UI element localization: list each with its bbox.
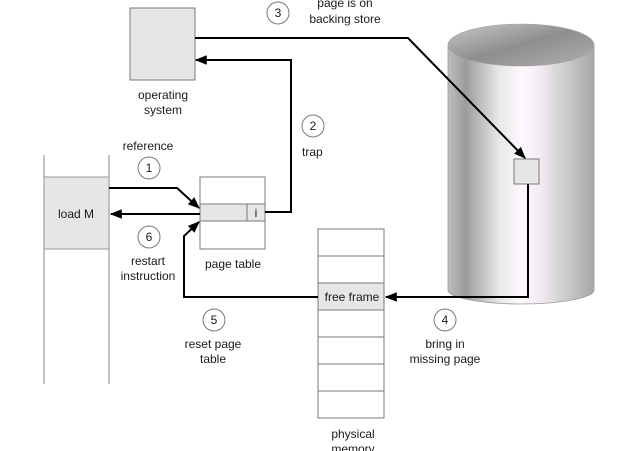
operating-system-label-1: operating: [138, 88, 188, 102]
step-4-label-2: missing page: [410, 352, 481, 366]
step-6-label-2: instruction: [121, 269, 176, 283]
physical-memory: [317, 228, 385, 419]
step-2-label: trap: [302, 145, 323, 159]
step-1-label: reference: [123, 139, 174, 153]
page-table: [199, 176, 266, 250]
memory-frame: [317, 363, 385, 392]
page-table-label: page table: [205, 257, 261, 271]
step-6-label-1: restart: [131, 254, 166, 268]
arrow-reset-page-table: [183, 221, 318, 298]
invalid-bit: i: [255, 206, 258, 220]
load-m-instruction: load M: [58, 207, 94, 221]
step-2: 2 trap: [301, 114, 325, 159]
step-4: 4 bring in missing page: [410, 308, 481, 366]
memory-frame: [317, 309, 385, 338]
arrow-trap: [194, 55, 292, 213]
step-3-label-1: page is on: [317, 0, 372, 10]
free-frame-label: free frame: [325, 290, 380, 304]
instruction-stream: [43, 155, 110, 384]
step-1-number: 1: [146, 161, 153, 175]
step-6: 6 restart instruction: [121, 225, 176, 283]
step-5-label-1: reset page: [185, 337, 242, 351]
operating-system-box: [129, 7, 196, 81]
disk-page-block: [513, 158, 540, 185]
step-6-number: 6: [146, 230, 153, 244]
memory-frame: [317, 336, 385, 365]
step-4-number: 4: [442, 313, 449, 327]
memory-frame: [317, 228, 385, 257]
step-5-number: 5: [211, 313, 218, 327]
physical-memory-label-2: memory: [331, 442, 374, 451]
step-3: 3 page is on backing store: [266, 0, 381, 26]
step-3-number: 3: [275, 6, 282, 20]
step-2-number: 2: [310, 119, 317, 133]
arrow-reference: [109, 187, 200, 209]
step-5-label-2: table: [200, 352, 226, 366]
operating-system-label-2: system: [144, 103, 182, 117]
memory-frame: [317, 255, 385, 284]
arrow-bring-in: [384, 184, 529, 302]
step-5: 5 reset page table: [185, 308, 242, 366]
memory-frame: [317, 390, 385, 419]
step-1: reference 1: [123, 139, 174, 180]
step-4-label-1: bring in: [425, 337, 464, 351]
step-3-label-2: backing store: [309, 12, 381, 26]
physical-memory-label-1: physical: [331, 427, 374, 441]
arrow-backing-store: [195, 37, 526, 159]
